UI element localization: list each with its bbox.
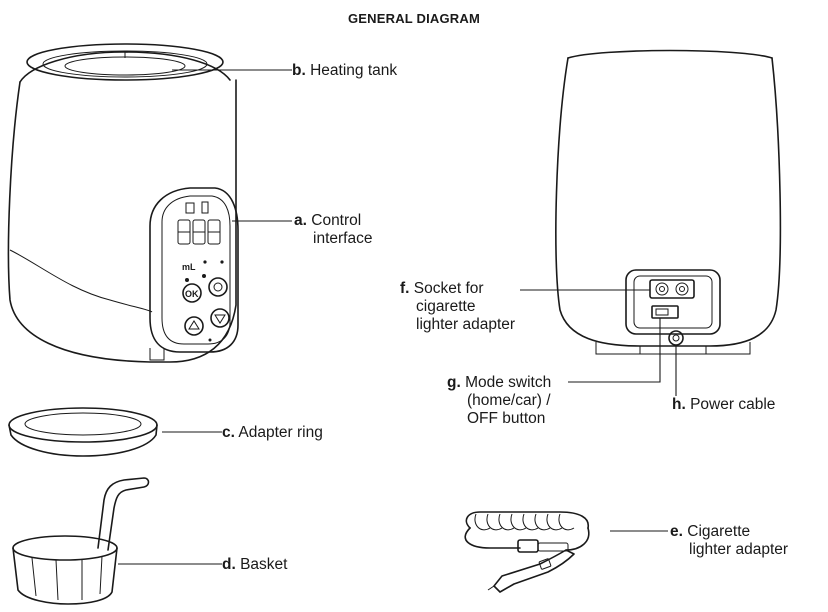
label-text: (home/car) / (467, 392, 551, 409)
power-cable (668, 330, 684, 346)
label-letter: h. (672, 396, 686, 413)
label-heating-tank: b. Heating tank (292, 62, 397, 80)
label-letter: c. (222, 424, 235, 441)
adapter-ring (8, 407, 158, 457)
label-basket: d. Basket (222, 556, 287, 574)
label-text: lighter adapter (416, 316, 516, 333)
mode-switch-leader (568, 318, 661, 383)
label-text: Basket (240, 556, 288, 573)
diagram-title: GENERAL DIAGRAM (347, 11, 481, 26)
down-arrow-button[interactable] (210, 308, 230, 328)
label-text: Mode switch (465, 374, 552, 391)
display-digits (177, 219, 221, 245)
label-cigarette-adapter: e. Cigarette lighter adapter (670, 523, 788, 559)
label-text: Control (311, 212, 362, 229)
label-mode-switch: g. Mode switch (home/car) / OFF button (447, 374, 551, 428)
label-power-cable: h. Power cable (672, 396, 775, 414)
label-text: Power cable (690, 396, 776, 413)
up-arrow-button[interactable] (184, 316, 204, 336)
label-letter: e. (670, 523, 683, 540)
bottle-warmer-front: mL OK (7, 43, 239, 363)
label-text: Cigarette (687, 523, 751, 540)
label-text: Heating tank (310, 62, 398, 79)
mode-switch[interactable] (651, 305, 679, 319)
label-letter: d. (222, 556, 236, 573)
label-letter: f. (400, 280, 410, 297)
ml-indicator: mL (182, 262, 196, 272)
cigarette-lighter-adapter (464, 511, 590, 593)
timer-button[interactable] (208, 277, 228, 297)
label-socket: f. Socket for cigarette lighter adapter (400, 280, 515, 334)
control-interface: mL OK (149, 187, 239, 353)
bottle-warmer-back (555, 49, 782, 355)
label-letter: b. (292, 62, 306, 79)
label-text: OFF button (467, 410, 546, 427)
cigarette-adapter-socket[interactable] (649, 279, 695, 299)
label-letter: a. (294, 212, 307, 229)
label-text: cigarette (416, 298, 476, 315)
label-adapter-ring: c. Adapter ring (222, 424, 323, 442)
label-text: Socket for (413, 280, 484, 297)
label-text: Adapter ring (238, 424, 323, 441)
label-control-interface: a. Control interface (294, 212, 372, 248)
ok-button-label: OK (185, 289, 199, 299)
label-text: lighter adapter (689, 541, 789, 558)
ok-button[interactable] (182, 283, 202, 303)
label-text: interface (313, 230, 373, 247)
basket (12, 477, 150, 605)
label-letter: g. (447, 374, 461, 391)
heating-tank (26, 43, 224, 81)
